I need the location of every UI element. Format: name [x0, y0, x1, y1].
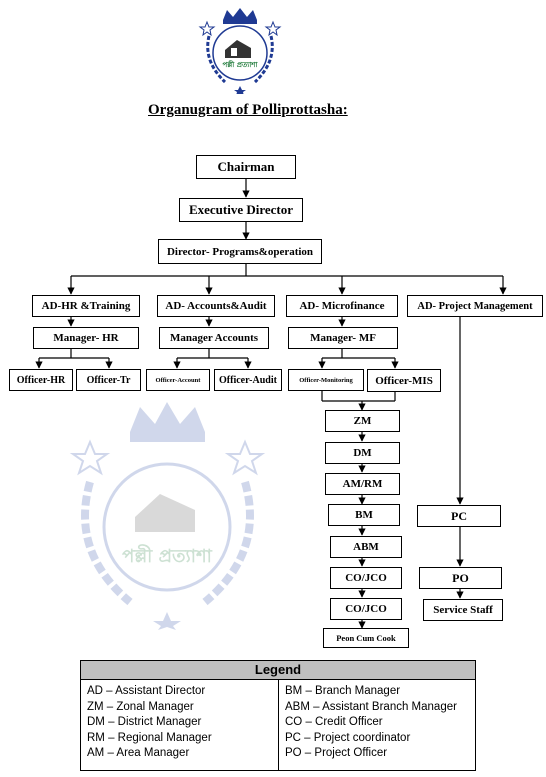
- legend: Legend AD – Assistant Director ZM – Zona…: [80, 660, 476, 771]
- node-co-jco-1: CO/JCO: [330, 567, 402, 589]
- node-co-jco-2: CO/JCO: [330, 598, 402, 620]
- node-executive-director: Executive Director: [179, 198, 303, 222]
- legend-item: PC – Project coordinator: [285, 731, 411, 744]
- node-officer-tr: Officer-Tr: [76, 369, 141, 391]
- node-bm: BM: [328, 504, 400, 526]
- legend-item: CO – Credit Officer: [285, 716, 383, 728]
- legend-item: BM – Branch Manager: [285, 685, 401, 697]
- node-officer-mis: Officer-MIS: [367, 369, 441, 392]
- legend-item: ABM – Assistant Branch Manager: [285, 700, 457, 713]
- node-zm: ZM: [325, 410, 400, 432]
- node-abm: ABM: [330, 536, 402, 558]
- node-director-programs: Director- Programs&operation: [158, 239, 322, 264]
- node-ad-accounts: AD- Accounts&Audit: [157, 295, 275, 317]
- node-manager-hr: Manager- HR: [33, 327, 139, 349]
- legend-item: AM – Area Manager: [87, 747, 190, 759]
- legend-item: ZM – Zonal Manager: [87, 700, 194, 713]
- svg-text:পল্লী প্রত্যাশা: পল্লী প্রত্যাশা: [223, 59, 259, 69]
- connector-lines: [35, 178, 507, 629]
- legend-title: Legend: [81, 661, 475, 680]
- node-ad-hr: AD-HR &Training: [32, 295, 140, 317]
- logo-watermark: পল্লী প্রত্যাশা: [69, 402, 266, 630]
- node-pc: PC: [417, 505, 501, 527]
- node-ad-microfinance: AD- Microfinance: [286, 295, 398, 317]
- node-dm: DM: [325, 442, 400, 464]
- node-service-staff: Service Staff: [423, 599, 503, 621]
- legend-item: PO – Project Officer: [285, 747, 388, 759]
- node-manager-mf: Manager- MF: [288, 327, 398, 349]
- node-manager-accounts: Manager Accounts: [159, 327, 269, 349]
- page-title: Organugram of Polliprottasha:: [148, 102, 348, 118]
- node-officer-hr: Officer-HR: [9, 369, 73, 391]
- svg-text:পল্লী প্রত্যাশা: পল্লী প্রত্যাশা: [122, 544, 212, 567]
- node-officer-monitoring: Officer-Monitoring: [288, 369, 364, 391]
- node-am-rm: AM/RM: [325, 473, 400, 495]
- legend-item: RM – Regional Manager: [87, 731, 212, 744]
- node-peon-cum-cook: Peon Cum Cook: [323, 628, 409, 648]
- node-ad-project-management: AD- Project Management: [407, 295, 543, 317]
- node-officer-account: Officer-Account: [146, 369, 210, 391]
- logo-top: পল্লী প্রত্যাশা: [198, 8, 282, 94]
- node-po: PO: [419, 567, 502, 589]
- legend-left-column: AD – Assistant Director ZM – Zonal Manag…: [81, 680, 278, 770]
- node-chairman: Chairman: [196, 155, 296, 179]
- legend-item: DM – District Manager: [87, 716, 202, 728]
- legend-right-column: BM – Branch Manager ABM – Assistant Bran…: [278, 680, 475, 770]
- legend-item: AD – Assistant Director: [87, 685, 206, 697]
- node-officer-audit: Officer-Audit: [214, 369, 282, 391]
